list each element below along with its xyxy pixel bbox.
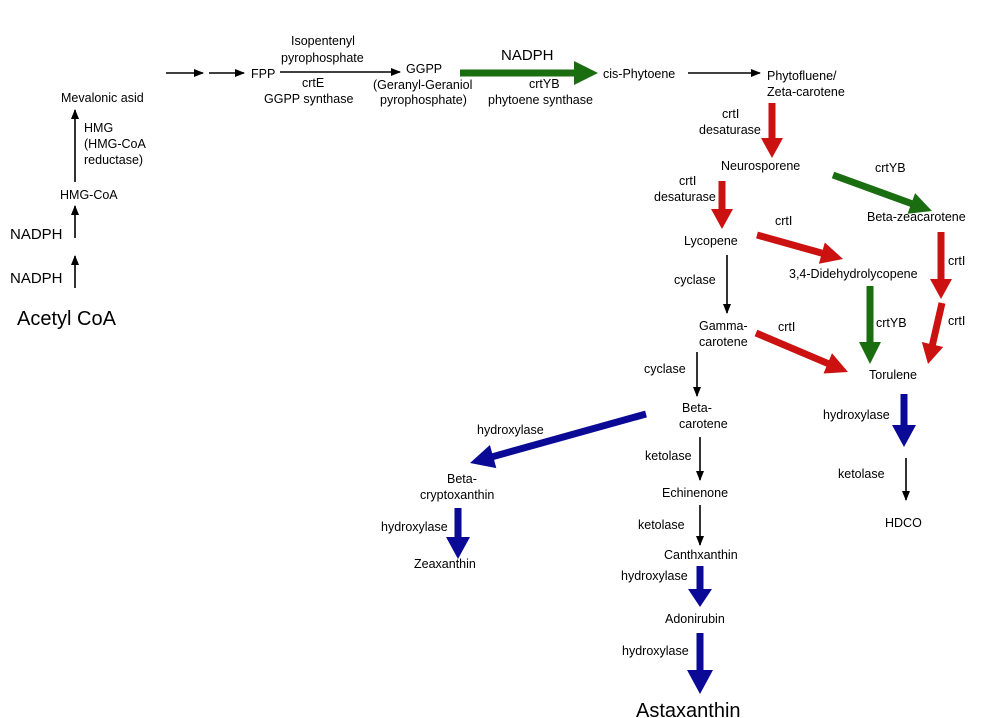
enzyme-crti-zea: crtI: [948, 254, 965, 268]
enzyme-ketolase-torulene: ketolase: [838, 467, 885, 481]
enzyme-hydroxylase-canth: hydroxylase: [621, 569, 688, 583]
arrow-crti-to-torulene: [921, 302, 946, 364]
enzyme-crti-gamma: crtI: [778, 320, 795, 334]
enzyme-ketolase-echi: ketolase: [638, 518, 685, 532]
enzyme-cyclase-2: cyclase: [644, 362, 686, 376]
node-ggpp: GGPP: [406, 62, 442, 76]
enzyme-hydroxylase-torulene: hydroxylase: [823, 408, 890, 422]
arrow-neurosporene-to-betazeacarotene: [831, 171, 932, 214]
enzyme-crtyb-didehydro: crtYB: [876, 316, 907, 330]
enzyme-ketolase-beta: ketolase: [645, 449, 692, 463]
enzyme-crte: crtE: [302, 76, 324, 90]
node-beta-carotene-2: carotene: [679, 417, 728, 431]
enzyme-crti-desat-a2: desaturase: [699, 123, 761, 137]
node-cis-phytoene: cis-Phytoene: [603, 67, 675, 81]
enzyme-crti-desat-a1: crtI: [722, 107, 739, 121]
node-didehydrolycopene: 3,4-Didehydrolycopene: [789, 267, 918, 281]
node-mevalonic: Mevalonic asid: [61, 91, 144, 105]
arrow-ggpp-to-cisphytoene: [460, 61, 598, 85]
enzyme-hydroxylase-adon: hydroxylase: [622, 644, 689, 658]
node-nadph-2: NADPH: [10, 226, 63, 243]
enzyme-crti-desat-b1: crtI: [679, 174, 696, 188]
node-zeaxanthin: Zeaxanthin: [414, 557, 476, 571]
enzyme-crtyb-neuro: crtYB: [875, 161, 906, 175]
node-hdco: HDCO: [885, 516, 922, 530]
enzyme-hydroxylase-crypto: hydroxylase: [477, 423, 544, 437]
enzyme-crti-right: crtI: [948, 314, 965, 328]
enzyme-cyclase-1: cyclase: [674, 273, 716, 287]
enzyme-phytoene-synthase: phytoene synthase: [488, 93, 593, 107]
node-hmg-coa: HMG-CoA: [60, 188, 118, 202]
node-canthxanthin: Canthxanthin: [664, 548, 738, 562]
node-nadph-top: NADPH: [501, 47, 554, 64]
node-gamma-1: Gamma-: [699, 319, 748, 333]
enzyme-hydroxylase-zea: hydroxylase: [381, 520, 448, 534]
enzyme-isopentenyl-1: Isopentenyl: [291, 34, 355, 48]
arrow-lycopene-to-didehydrolycopene: [756, 231, 843, 264]
enzyme-crti-desat-b2: desaturase: [654, 190, 716, 204]
node-neurosporene: Neurosporene: [721, 159, 800, 173]
arrow-didehydrolycopene-to-torulene: [859, 286, 881, 364]
node-nadph-1: NADPH: [10, 270, 63, 287]
node-beta-zeacarotene: Beta-zeacarotene: [867, 210, 966, 224]
arrow-torulene-to-hydroxylase: [892, 394, 916, 447]
arrow-adonirubin-to-astaxanthin: [687, 633, 713, 694]
arrow-betacarotene-to-betacryptoxanthin: [470, 410, 647, 469]
node-fpp: FPP: [251, 67, 275, 81]
node-beta-crypto-1: Beta-: [447, 472, 477, 486]
node-phytofluene-1: Phytofluene/: [767, 69, 837, 83]
node-echinenone: Echinenone: [662, 486, 728, 500]
node-phytofluene-2: Zeta-carotene: [767, 85, 845, 99]
node-ggpp-full-2: pyrophosphate): [380, 93, 467, 107]
node-lycopene: Lycopene: [684, 234, 738, 248]
arrow-phytofluene-to-neurosporene: [761, 103, 783, 158]
arrow-neurosporene-to-lycopene: [711, 181, 733, 229]
arrow-betacryptoxanthin-to-zeaxanthin: [446, 508, 470, 559]
node-torulene: Torulene: [869, 368, 917, 382]
arrow-gamma-to-torulene: [754, 329, 848, 374]
node-adonirubin: Adonirubin: [665, 612, 725, 626]
node-beta-carotene-1: Beta-: [682, 401, 712, 415]
enzyme-crti-lyco: crtI: [775, 214, 792, 228]
node-gamma-2: carotene: [699, 335, 748, 349]
thick-arrows-group: [446, 61, 952, 694]
enzyme-crtyb-top: crtYB: [529, 77, 560, 91]
enzyme-ggpp-synthase: GGPP synthase: [264, 92, 353, 106]
node-astaxanthin: Astaxanthin: [636, 700, 741, 718]
enzyme-hmg-1: HMG: [84, 121, 113, 135]
node-ggpp-full-1: (Geranyl-Geraniol: [373, 78, 472, 92]
arrow-canthxanthin-to-adonirubin: [688, 566, 712, 607]
enzyme-hmg-2: (HMG-CoA: [84, 137, 146, 151]
arrow-betazeacarotene-to-crti: [930, 232, 952, 299]
enzyme-isopentenyl-2: pyrophosphate: [281, 51, 364, 65]
node-acetyl-coa: Acetyl CoA: [17, 308, 117, 330]
node-beta-crypto-2: cryptoxanthin: [420, 488, 494, 502]
enzyme-hmg-3: reductase): [84, 153, 143, 167]
